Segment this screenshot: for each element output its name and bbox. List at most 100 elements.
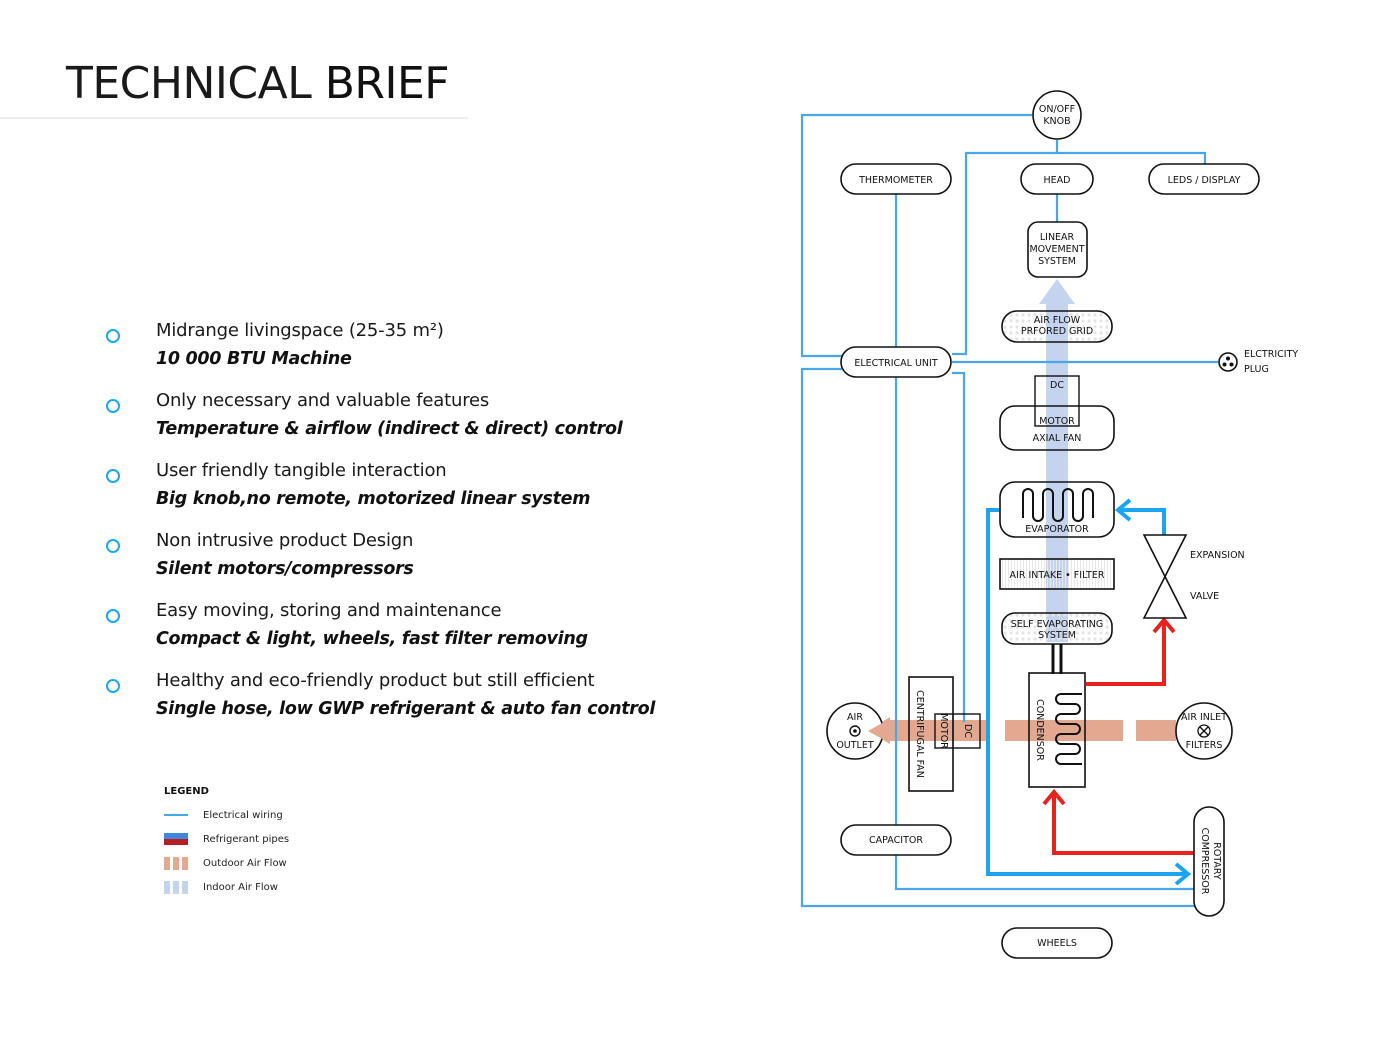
evaporator-node: EVAPORATOR	[999, 481, 1115, 538]
node-label: ON/OFF	[1039, 104, 1075, 115]
node-label: THERMOMETER	[858, 175, 933, 186]
feature-detail: Compact & light, wheels, fast filter rem…	[156, 629, 588, 649]
feature-item: Easy moving, storing and maintenance Com…	[106, 600, 666, 670]
node-label: CAPACITOR	[869, 835, 923, 846]
indoor-air-swatch-icon	[164, 881, 188, 894]
refrigerant-cold-pipes	[986, 498, 1192, 886]
legend: LEGEND Electrical wiring Refrigerant pip…	[164, 786, 289, 905]
coil-icon	[1022, 488, 1094, 522]
valve-icon	[1142, 534, 1188, 619]
air-intake-filter-node: AIR INTAKE • FILTER	[999, 558, 1115, 590]
wire-swatch-icon	[164, 814, 188, 816]
indoor-air-flow	[1039, 279, 1075, 642]
title-light: TECHNICAL	[66, 58, 312, 109]
node-label: ELCTRICITY	[1244, 349, 1298, 360]
feature-item: Non intrusive product Design Silent moto…	[106, 530, 666, 600]
node-label: OUTLET	[836, 740, 874, 751]
electricity-plug-node: ELCTRICITY PLUG	[1218, 349, 1298, 375]
node-label: DC	[1050, 380, 1064, 391]
node-label: SELF EVAPORATING	[1011, 619, 1103, 630]
refrigerant-hot-pipes	[1042, 616, 1196, 855]
feature-title: Midrange livingspace (25-35 m²)	[156, 320, 444, 341]
legend-item-outdoor-air: Outdoor Air Flow	[164, 857, 287, 881]
node-label: AIR INTAKE • FILTER	[1010, 570, 1105, 581]
condensor-node: CONDENSOR	[1028, 672, 1086, 788]
linear-movement-node: LINEAR MOVEMENT SYSTEM	[1027, 221, 1088, 278]
air-flow-grid-node: AIR FLOW PRFORED GRID	[1001, 310, 1113, 343]
axial-fan-node: DC MOTOR AXIAL FAN	[999, 375, 1115, 451]
feature-item: User friendly tangible interaction Big k…	[106, 460, 666, 530]
node-label: LEDS / DISPLAY	[1168, 175, 1241, 186]
node-label: AXIAL FAN	[1033, 433, 1082, 444]
electrical-unit-node: ELECTRICAL UNIT	[840, 346, 952, 378]
title-divider	[0, 117, 468, 119]
circle-bullet-icon	[106, 609, 120, 623]
electrical-wiring	[800, 113, 1218, 908]
feature-item: Healthy and eco-friendly product but sti…	[106, 670, 666, 740]
expansion-valve-node: EXPANSION VALVE	[1142, 534, 1245, 619]
thermometer-node: THERMOMETER	[840, 163, 952, 195]
feature-title: Healthy and eco-friendly product but sti…	[156, 670, 595, 691]
node-label: CENTRIFUGAL FAN	[914, 690, 925, 778]
feature-item: Midrange livingspace (25-35 m²) 10 000 B…	[106, 320, 666, 390]
centrifugal-fan-node: CENTRIFUGAL FAN MOTOR DC	[908, 676, 981, 792]
legend-label: Outdoor Air Flow	[203, 858, 287, 869]
circle-bullet-icon	[106, 469, 120, 483]
air-inlet-node: AIR INLET FILTERS	[1175, 702, 1233, 760]
page-title: TECHNICAL BRIEF	[66, 62, 450, 106]
node-label: HEAD	[1044, 175, 1071, 186]
plug-icon	[1218, 352, 1238, 372]
node-label: SYSTEM	[1038, 630, 1076, 641]
node-label: DC	[962, 724, 973, 738]
node-label: AIR INLET	[1181, 712, 1227, 723]
drain-pipes	[1051, 644, 1063, 674]
feature-detail: 10 000 BTU Machine	[156, 349, 352, 369]
self-evaporating-node: SELF EVAPORATING SYSTEM	[1001, 612, 1113, 645]
head-node: HEAD	[1020, 163, 1094, 195]
legend-title: LEGEND	[164, 786, 209, 797]
coil-icon	[1055, 693, 1082, 765]
legend-label: Refrigerant pipes	[203, 834, 290, 845]
legend-item-indoor-air: Indoor Air Flow	[164, 881, 278, 905]
node-label: MOTOR	[938, 713, 949, 749]
feature-title: Only necessary and valuable features	[156, 390, 490, 411]
feature-title: Easy moving, storing and maintenance	[156, 600, 502, 621]
node-label: VALVE	[1190, 591, 1219, 602]
node-label: EXPANSION	[1190, 550, 1245, 561]
refrigerant-swatch-icon	[164, 833, 188, 845]
node-label: FILTERS	[1186, 740, 1223, 751]
feature-detail: Silent motors/compressors	[156, 559, 414, 579]
dc-motor-box	[1034, 375, 1080, 427]
legend-item-refrigerant: Refrigerant pipes	[164, 833, 289, 857]
circle-bullet-icon	[106, 679, 120, 693]
legend-label: Electrical wiring	[203, 810, 283, 821]
node-label: PLUG	[1244, 364, 1269, 375]
capacitor-node: CAPACITOR	[840, 824, 952, 856]
title-bold: BRIEF	[324, 58, 450, 109]
dc-motor-box	[934, 713, 981, 749]
feature-item: Only necessary and valuable features Tem…	[106, 390, 666, 460]
node-label: ELECTRICAL UNIT	[854, 358, 937, 369]
node-label: ROTARY	[1211, 842, 1222, 880]
outdoor-air-flow	[868, 717, 1176, 744]
circle-bullet-icon	[106, 399, 120, 413]
feature-title: User friendly tangible interaction	[156, 460, 447, 481]
node-label: KNOB	[1043, 116, 1070, 127]
feature-list: Midrange livingspace (25-35 m²) 10 000 B…	[106, 320, 666, 740]
node-label: WHEELS	[1037, 938, 1077, 949]
leds-display-node: LEDS / DISPLAY	[1148, 163, 1260, 195]
feature-detail: Big knob,no remote, motorized linear sys…	[156, 489, 591, 509]
node-label: COMPRESSOR	[1199, 828, 1210, 895]
feature-detail: Single hose, low GWP refrigerant & auto …	[156, 699, 656, 719]
on-off-knob-node: ON/OFF KNOB	[1032, 90, 1082, 140]
node-label: LINEAR	[1040, 232, 1075, 243]
node-label: AIR	[847, 712, 863, 723]
node-label: CONDENSOR	[1034, 699, 1045, 761]
node-label: SYSTEM	[1038, 256, 1076, 267]
rotary-compressor-node: ROTARY COMPRESSOR	[1193, 806, 1225, 917]
legend-label: Indoor Air Flow	[203, 882, 278, 893]
circle-bullet-icon	[106, 539, 120, 553]
node-label: MOTOR	[1039, 416, 1075, 427]
circle-bullet-icon	[106, 329, 120, 343]
